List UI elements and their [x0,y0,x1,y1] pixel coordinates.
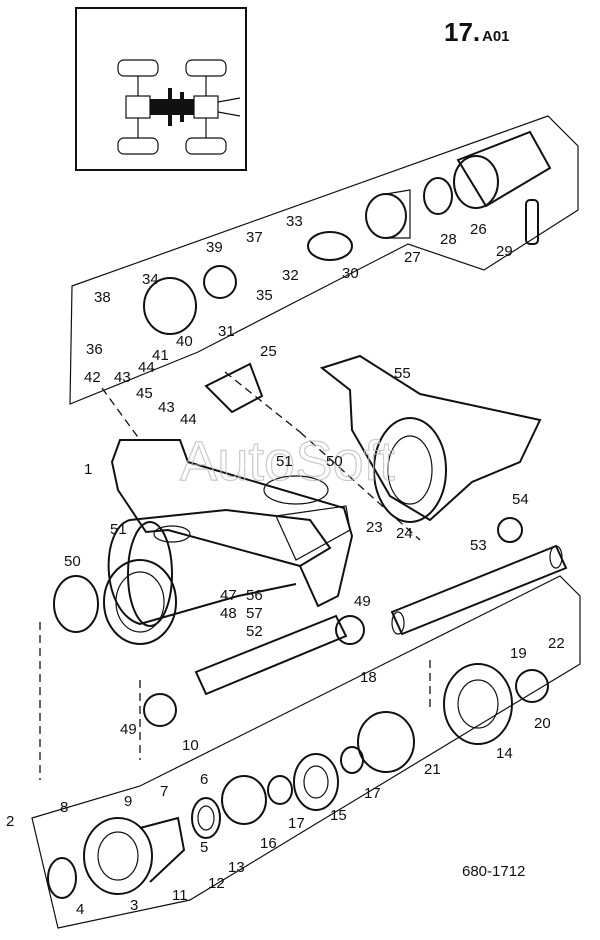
callout-45: 45 [136,385,153,402]
callout-25: 25 [260,343,277,360]
callout-44a: 44 [138,359,155,376]
callout-47: 47 [220,587,237,604]
seal-ring-54 [497,517,523,543]
callout-36: 36 [86,341,103,358]
callout-21: 21 [424,761,441,778]
bearing-6 [191,797,221,839]
callout-6: 6 [200,771,208,788]
callout-50b: 50 [64,553,81,570]
callout-19: 19 [510,645,527,662]
callout-5: 5 [200,839,208,856]
callout-10: 10 [182,737,199,754]
callout-14: 14 [496,745,513,762]
callout-44b: 44 [180,411,197,428]
callout-17a: 17 [288,815,305,832]
carrier-bracket [319,354,542,523]
hub-3 [83,816,186,895]
callout-33: 33 [286,213,303,230]
plate-25 [204,362,264,414]
section-code: A01 [482,28,510,45]
callout-35: 35 [256,287,273,304]
callout-57: 57 [246,605,263,622]
ring-17-right [340,746,364,774]
callout-9: 9 [124,793,132,810]
callout-42: 42 [84,369,101,386]
callout-38: 38 [94,289,111,306]
callout-7: 7 [160,783,168,800]
callout-4: 4 [76,901,84,918]
inner-shaft [194,614,348,696]
callout-11: 11 [172,887,188,904]
drawing-number: 680-1712 [462,863,525,880]
callout-32: 32 [282,267,299,284]
cylinder-26 [453,130,552,209]
seal-ring-49-upper [335,615,365,645]
piston-27 [365,189,411,239]
callout-51b: 51 [110,521,127,538]
callout-43a: 43 [114,369,131,386]
callout-56: 56 [246,587,263,604]
watermark: AutoSoft [180,429,395,492]
callout-16: 16 [260,835,277,852]
callout-26: 26 [470,221,487,238]
callout-labels: 1 2 3 4 5 6 7 8 9 10 11 12 13 14 15 16 1… [6,213,565,918]
callout-48: 48 [220,605,237,622]
ring-28 [423,177,453,215]
callout-31: 31 [218,323,235,340]
callout-15: 15 [330,807,347,824]
gear-ring-4 [47,857,77,899]
seal-20 [515,669,549,703]
callout-2: 2 [6,813,14,830]
callout-13: 13 [228,859,245,876]
callout-40: 40 [176,333,193,350]
ring-39 [203,265,237,299]
axle-housing [107,439,354,627]
pin-29 [525,199,539,245]
callout-17b: 17 [364,785,381,802]
callout-34: 34 [142,271,159,288]
callout-54: 54 [512,491,529,508]
callout-18: 18 [360,669,377,686]
callout-39: 39 [206,239,223,256]
callout-3: 3 [130,897,138,914]
cover-31 [143,277,197,335]
callout-30: 30 [342,265,359,282]
flange-ring-left [103,559,177,645]
callout-28: 28 [440,231,457,248]
ring-16 [221,775,267,825]
callout-41: 41 [152,347,169,364]
retaining-ring-21 [357,711,415,773]
callout-24: 24 [396,525,413,542]
callout-22: 22 [548,635,565,652]
callout-12: 12 [208,875,225,892]
callout-51a: 51 [276,453,293,470]
section-number: 17. [444,17,480,47]
callout-20: 20 [534,715,551,732]
callout-23: 23 [366,519,383,536]
spring-30 [307,231,353,261]
callout-1: 1 [84,461,92,478]
callout-43b: 43 [158,399,175,416]
callout-8: 8 [60,799,68,816]
callout-49b: 49 [120,721,137,738]
ring-17-left [267,775,293,805]
callout-27: 27 [404,249,421,266]
seal-ring-49-lower [143,693,177,727]
callout-50a: 50 [326,453,343,470]
lower-group-boundary [31,575,581,929]
callout-49a: 49 [354,593,371,610]
bearing-15 [293,753,339,811]
vehicle-locator-inset [75,7,247,171]
hub-14 [443,663,513,745]
callout-52: 52 [246,623,263,640]
o-ring-50 [53,575,99,633]
callout-29: 29 [496,243,513,260]
callout-37: 37 [246,229,263,246]
upper-group-boundary [69,115,579,405]
callout-53: 53 [470,537,487,554]
output-shaft [390,544,568,636]
callout-55: 55 [394,365,411,382]
